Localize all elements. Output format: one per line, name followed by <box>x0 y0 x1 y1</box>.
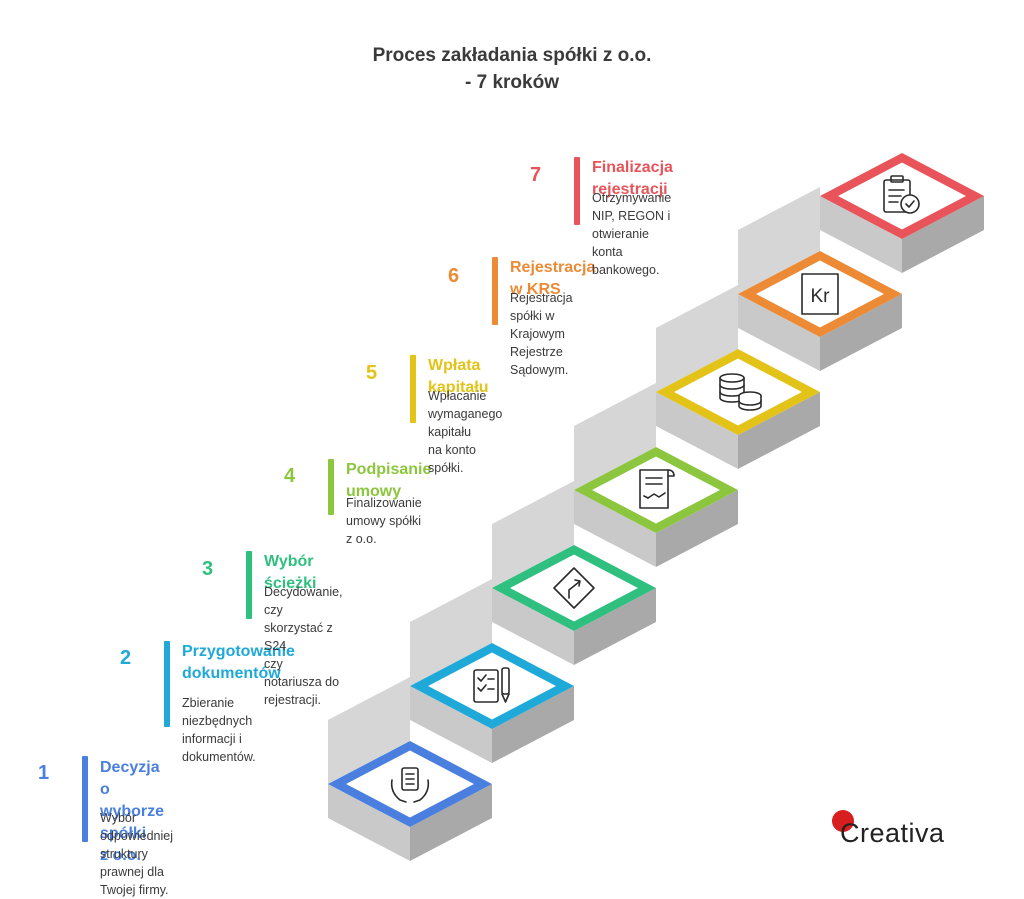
step-accent-bar <box>164 641 170 727</box>
stair-back-wall <box>656 285 738 392</box>
stair-riser-front <box>656 392 738 469</box>
logo-red-dot <box>832 810 854 832</box>
stair-riser-front <box>492 588 574 665</box>
stair-top-face <box>756 260 884 328</box>
step-heading: Rejestracja w KRS <box>510 257 595 301</box>
step-description-line-1: Wpłacanie wymaganego kapitału <box>428 389 503 439</box>
step-number: 2 <box>120 647 132 669</box>
step-accent-bar <box>492 257 498 325</box>
step-number: 5 <box>366 362 378 384</box>
step-heading: Wpłata kapitału <box>428 355 488 399</box>
stair-step-1 <box>328 677 492 861</box>
stair-step-4 <box>574 383 738 567</box>
stair-riser-side <box>492 686 574 763</box>
stair-step-6: Kr <box>738 187 902 371</box>
step-accent-bar <box>574 157 580 225</box>
step-heading-line-2: dokumentów <box>182 665 281 682</box>
step-description: Wybór odpowiedniej struktury prawnej dla… <box>100 809 173 899</box>
step-description-line-1: Otrzymywanie NIP, REGON i <box>592 191 672 223</box>
contract-handshake-icon <box>639 469 675 509</box>
stair-riser-front <box>410 686 492 763</box>
step-description-line-2: czy notariusza do rejestracji. <box>264 657 340 707</box>
step-number: 7 <box>530 164 542 186</box>
stair-riser-front <box>820 196 902 273</box>
step-description-line-1: Wybór odpowiedniej struktury <box>100 811 173 861</box>
stair-step-5 <box>656 285 820 469</box>
step-description: Otrzymywanie NIP, REGON i otwieranie kon… <box>592 189 671 279</box>
creativa-logo: Creativa <box>832 810 982 854</box>
step-description: Zbieranie niezbędnych informacji i dokum… <box>182 694 256 766</box>
step-number: 3 <box>202 558 214 580</box>
stair-back-wall <box>328 677 410 784</box>
step-heading-line-1: Decyzja o wyborze spółki <box>100 759 165 842</box>
stair-step-7 <box>820 153 984 273</box>
stair-top-face <box>428 652 556 720</box>
step-heading: Podpisanie umowy <box>346 459 431 503</box>
logo-text: Creativa <box>840 818 945 848</box>
step-accent-bar <box>328 459 334 515</box>
stair-riser-side <box>902 196 984 273</box>
step-heading-line-1: Przygotowanie <box>182 643 295 660</box>
stair-top-face <box>838 162 966 230</box>
step-heading: Przygotowanie dokumentów <box>182 641 295 685</box>
title-line-1: Proces zakładania spółki z o.o. <box>372 45 652 66</box>
stair-step-2 <box>410 579 574 763</box>
stair-riser-front <box>574 490 656 567</box>
step-description: Decydowanie, czy skorzystać z S24 czy no… <box>264 583 343 709</box>
diagram-title: Proces zakładania spółki z o.o. - 7 krok… <box>0 42 1024 96</box>
stair-riser-side <box>738 392 820 469</box>
step-heading: Decyzja o wyborze spółki z o.o. <box>100 757 164 867</box>
step-heading: Wybór ścieżki <box>264 551 316 595</box>
title-line-2: - 7 kroków <box>465 72 559 93</box>
stair-back-wall <box>492 481 574 588</box>
step-heading-line-1: Finalizacja rejestracji <box>592 159 673 198</box>
krypton-symbol: Kr <box>811 286 831 307</box>
step-description-line-1: Zbieranie niezbędnych informacji i <box>182 696 253 746</box>
stair-back-wall <box>574 383 656 490</box>
step-description-line-1: Finalizowanie umowy spółki z o.o. <box>346 496 422 546</box>
stair-top-face <box>674 358 802 426</box>
coin-stacks-icon <box>719 373 762 411</box>
step-heading-line-2: z o.o. <box>100 847 141 864</box>
stair-riser-front <box>328 784 410 861</box>
route-sign-icon <box>553 567 595 609</box>
step-heading: Finalizacja rejestracji <box>592 157 673 201</box>
stair-riser-front <box>738 294 820 371</box>
step-heading-line-1: Wybór ścieżki <box>264 553 317 592</box>
step-description-line-1: Rejestracja spółki w Krajowym <box>510 291 573 341</box>
clipboard-check-icon <box>883 175 920 214</box>
krypton-element-icon: Kr <box>801 273 839 315</box>
step-description: Rejestracja spółki w Krajowym Rejestrze … <box>510 289 573 379</box>
step-number: 1 <box>38 762 50 784</box>
step-accent-bar <box>410 355 416 423</box>
step-description-line-1: Decydowanie, czy skorzystać z S24 <box>264 585 343 653</box>
step-description-line-2: na konto spółki. <box>428 443 476 475</box>
stair-riser-side <box>574 588 656 665</box>
step-heading-line-1: Wpłata kapitału <box>428 357 489 396</box>
hands-holding-document-icon <box>390 767 430 803</box>
step-description-line-2: prawnej dla Twojej firmy. <box>100 865 169 897</box>
step-accent-bar <box>246 551 252 619</box>
stair-top-face <box>510 554 638 622</box>
step-description-line-2: dokumentów. <box>182 750 256 764</box>
stair-back-wall <box>738 187 820 294</box>
step-heading-line-1: Podpisanie umowy <box>346 461 432 500</box>
stair-riser-side <box>410 784 492 861</box>
step-description-line-2: otwieranie konta bankowego. <box>592 227 660 277</box>
step-number: 4 <box>284 465 296 487</box>
step-description-line-2: Rejestrze Sądowym. <box>510 345 569 377</box>
stair-riser-side <box>656 490 738 567</box>
step-description: Finalizowanie umowy spółki z o.o. <box>346 494 422 548</box>
step-number: 6 <box>448 265 460 287</box>
step-accent-bar <box>82 756 88 842</box>
stair-riser-side <box>820 294 902 371</box>
step-heading-line-1: Rejestracja w KRS <box>510 259 596 298</box>
stair-top-face <box>592 456 720 524</box>
step-description: Wpłacanie wymaganego kapitału na konto s… <box>428 387 502 477</box>
stair-back-wall <box>410 579 492 686</box>
stair-step-3 <box>492 481 656 665</box>
checklist-pen-icon <box>473 667 510 703</box>
